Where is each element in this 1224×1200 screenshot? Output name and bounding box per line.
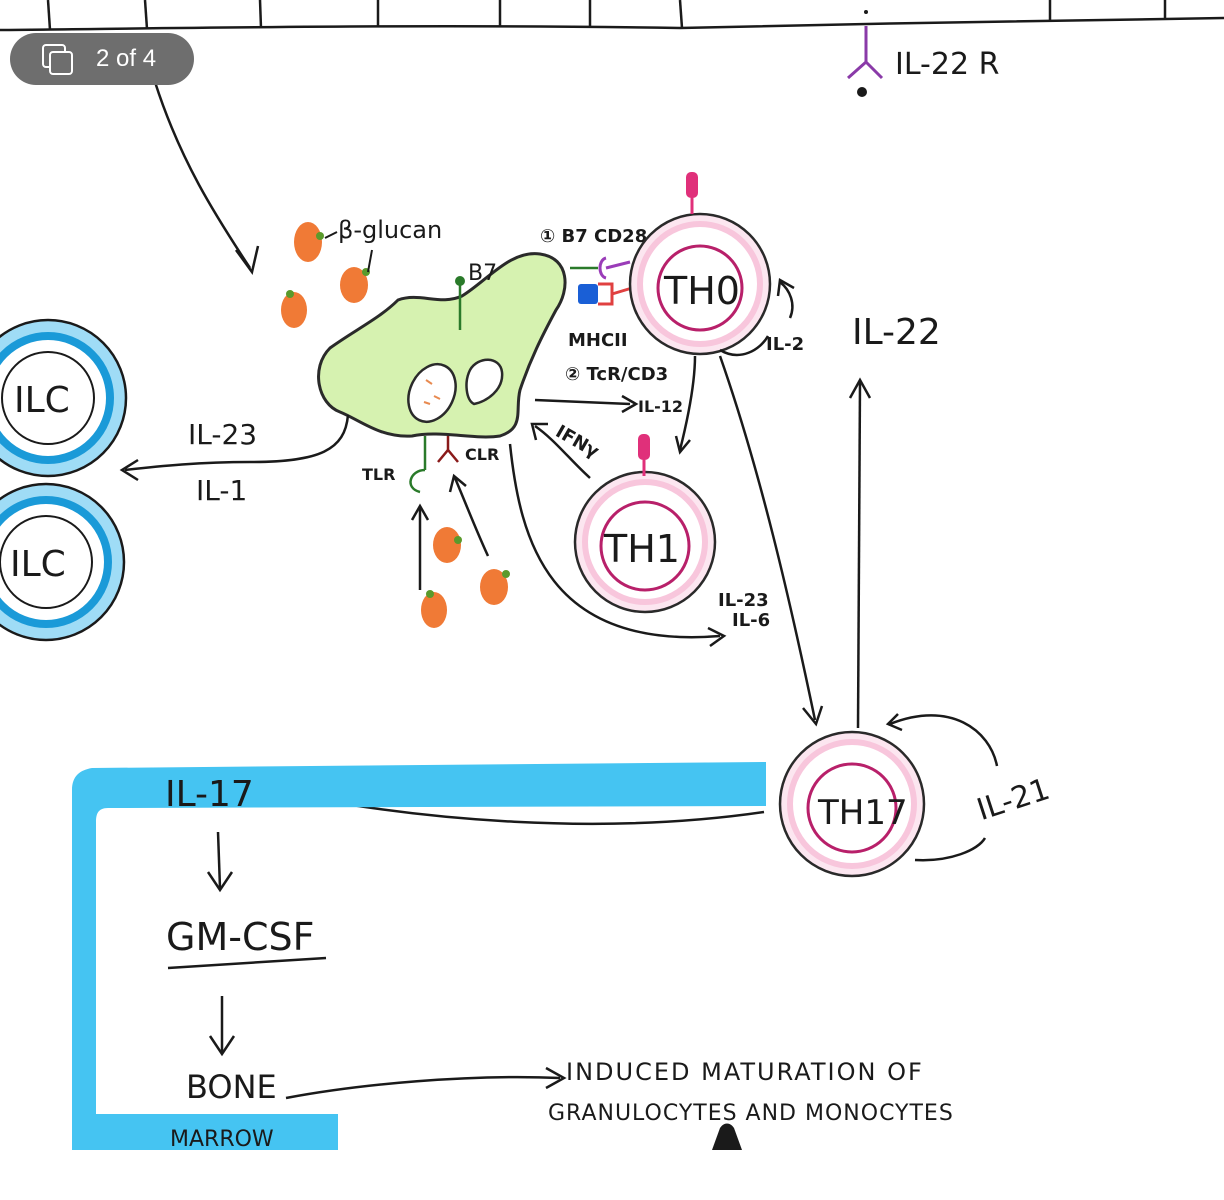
label-il2: IL-2 xyxy=(766,334,804,355)
label-il21: IL-21 xyxy=(973,772,1054,828)
th1-cell xyxy=(573,434,717,614)
label-il22r: IL-22 R xyxy=(895,47,999,82)
label-th17: TH17 xyxy=(817,793,908,833)
apc-arrows xyxy=(119,277,999,862)
cursor-marker xyxy=(712,1123,742,1150)
fungi-cluster-bottom xyxy=(421,527,510,628)
label-b7-cd28: ① B7 CD28 xyxy=(540,226,647,247)
label-il6: IL-6 xyxy=(732,610,770,631)
il22-receptor xyxy=(847,10,884,97)
label-marrow: MARROW xyxy=(170,1127,274,1152)
label-bone: BONE xyxy=(186,1068,277,1106)
arrow-to-fungi xyxy=(153,81,252,269)
label-il23-right: IL-23 xyxy=(718,590,769,611)
il17-highlight-band xyxy=(72,762,766,1150)
label-tlr: TLR xyxy=(362,465,395,484)
label-ifng: IFNγ xyxy=(552,421,603,462)
gallery-counter-badge[interactable]: 2 of 4 xyxy=(10,33,194,85)
gallery-counter-text: 2 of 4 xyxy=(96,45,157,72)
label-th1: TH1 xyxy=(603,527,680,571)
label-mhcii: MHCII xyxy=(568,330,628,351)
tlr-clr-receptors xyxy=(409,436,459,494)
label-il1: IL-1 xyxy=(196,474,247,507)
label-clr: CLR xyxy=(465,445,499,464)
membrane-band xyxy=(0,0,1224,32)
gallery-icon xyxy=(40,42,74,76)
label-beta-glucan: β-glucan xyxy=(338,216,442,244)
label-induced-line2: GRANULOCYTES AND MONOCYTES xyxy=(548,1101,954,1126)
apc-cell xyxy=(317,252,567,439)
th0-cell xyxy=(628,172,772,356)
apc-nucleus xyxy=(407,363,457,423)
ilc-bottom xyxy=(0,482,126,642)
ilc-top xyxy=(0,318,128,478)
label-th0: TH0 xyxy=(663,269,740,313)
label-gmcsf: GM-CSF xyxy=(166,915,314,959)
label-ilc-bottom: ILC xyxy=(10,544,66,585)
th17-cell xyxy=(778,730,926,878)
downstream-arrows xyxy=(167,831,567,1100)
label-il23-left: IL-23 xyxy=(188,418,257,451)
costim-contacts xyxy=(570,256,633,306)
label-il17: IL-17 xyxy=(165,774,254,815)
label-induced-line1: INDUCED MATURATION OF xyxy=(566,1058,924,1086)
label-tcr-cd3: ② TcR/CD3 xyxy=(565,364,668,385)
label-il22: IL-22 xyxy=(852,312,941,353)
apc-vesicle xyxy=(465,358,504,406)
label-il12: IL-12 xyxy=(638,397,683,416)
label-b7-top: B7 xyxy=(468,261,497,286)
label-ilc-top: ILC xyxy=(14,380,70,421)
